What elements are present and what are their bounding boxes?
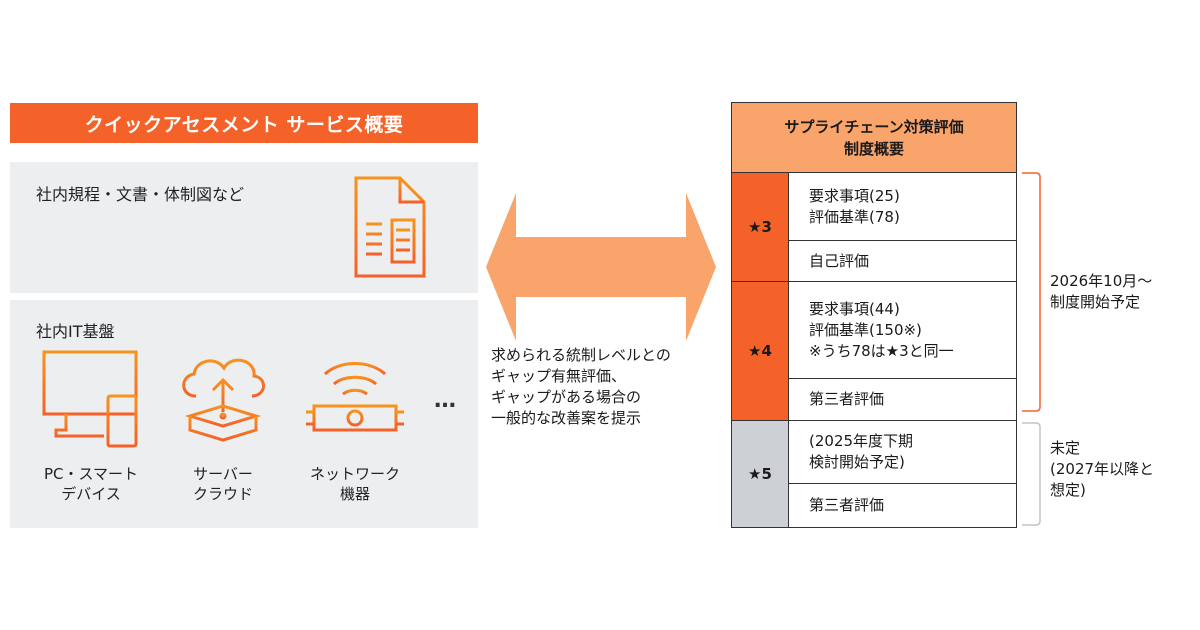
internal-docs-title: 社内規程・文書・体制図など xyxy=(36,185,245,204)
internal-it-title: 社内IT基盤 xyxy=(36,322,115,341)
double-arrow-icon xyxy=(486,193,716,341)
level-4-requirements: 要求事項(44) 評価基準(150※) ※うち78は★3と同一 xyxy=(789,282,1016,379)
gap-assessment-text: 求められる統制レベルとの ギャップ有無評価、 ギャップがある場合の 一般的な改善… xyxy=(491,346,671,427)
table-title: サプライチェーン対策評価 制度概要 xyxy=(732,103,1016,173)
internal-docs-panel: 社内規程・文書・体制図など xyxy=(10,162,478,293)
pc-smartphone-icon xyxy=(42,350,138,448)
scheme-overview-table: サプライチェーン対策評価 制度概要 ★3 要求事項(25) 評価基準(78) 自… xyxy=(731,102,1017,528)
level-3-requirements: 要求事項(25) 評価基準(78) xyxy=(789,173,1016,241)
level-4-evaluation: 第三者評価 xyxy=(789,379,1016,421)
start-note: 2026年10月～ 制度開始予定 xyxy=(1050,272,1153,311)
device-label: PC・スマート デバイス xyxy=(43,465,139,503)
level-star-4: ★4 xyxy=(732,282,789,421)
server-cloud-icon xyxy=(182,358,265,442)
level-3-evaluation: 自己評価 xyxy=(789,241,1016,282)
level-5-evaluation: 第三者評価 xyxy=(789,484,1016,527)
bracket-undecided xyxy=(1022,422,1041,526)
level-star-5: ★5 xyxy=(732,421,789,527)
device-server-cloud: サーバー クラウド xyxy=(158,344,288,504)
service-overview-header: クイックアセスメント サービス概要 xyxy=(10,103,478,143)
undecided-note: 未定 (2027年以降と 想定) xyxy=(1050,439,1155,499)
device-network: ネットワーク 機器 xyxy=(290,344,420,504)
device-pc-smartphone: PC・スマート デバイス xyxy=(26,344,156,504)
internal-it-panel: 社内IT基盤 PC・スマート デバイス xyxy=(10,300,478,528)
bracket-start xyxy=(1022,172,1041,412)
network-device-icon xyxy=(306,362,404,432)
more-ellipsis: … xyxy=(434,388,458,413)
device-label: サーバー クラウド xyxy=(192,465,253,503)
device-label: ネットワーク 機器 xyxy=(309,465,400,503)
level-star-3: ★3 xyxy=(732,173,789,282)
level-5-requirements: (2025年度下期 検討開始予定) xyxy=(789,421,1016,484)
document-icon xyxy=(354,176,426,278)
